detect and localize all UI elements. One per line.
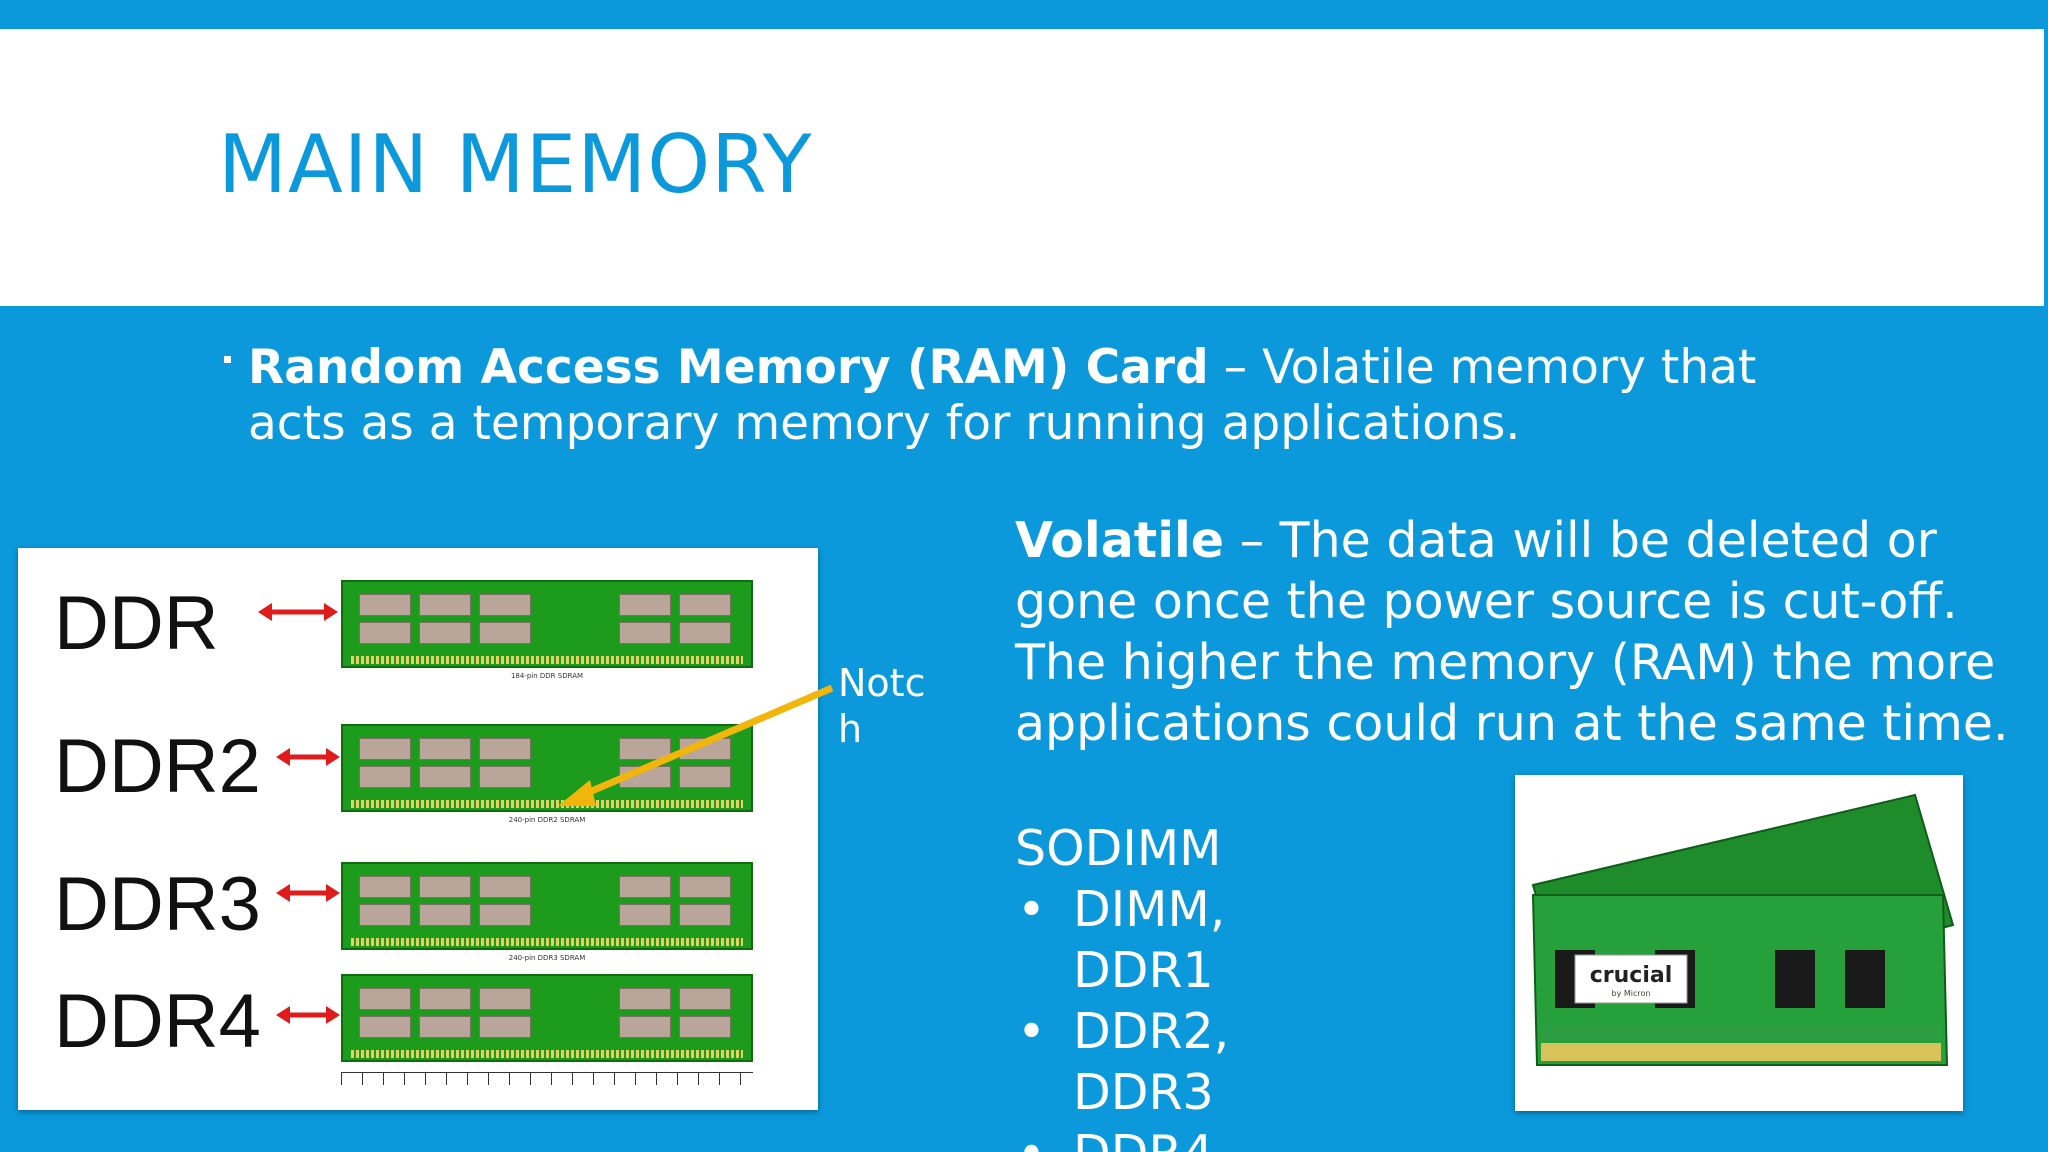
memory-chip bbox=[679, 876, 731, 898]
memory-chip bbox=[679, 1016, 731, 1038]
memory-chip bbox=[679, 594, 731, 616]
memory-chip bbox=[619, 594, 671, 616]
memory-chip bbox=[419, 988, 471, 1010]
crucial-brand: crucial bbox=[1589, 963, 1673, 988]
memory-chip bbox=[479, 876, 531, 898]
crucial-brand-sub: by Micron bbox=[1611, 989, 1651, 998]
volatile-description: – The data will be deleted or gone once … bbox=[1015, 512, 2009, 752]
memory-chip bbox=[479, 622, 531, 644]
memory-chip bbox=[479, 594, 531, 616]
memory-chip bbox=[359, 738, 411, 760]
memory-chip bbox=[359, 876, 411, 898]
stick-caption: 240-pin DDR3 SDRAM bbox=[508, 954, 586, 962]
memory-chip bbox=[679, 766, 731, 788]
memory-chip bbox=[359, 594, 411, 616]
sodimm-list-item: • DIMM, DDR1 bbox=[1015, 879, 1273, 1001]
ddr2-ram-stick bbox=[341, 724, 753, 812]
sodimm-item-text: DIMM, DDR1 bbox=[1073, 881, 1226, 999]
gold-pins bbox=[351, 800, 743, 808]
double-arrow-icon bbox=[258, 603, 338, 621]
sodimm-list-item: • DDR4 bbox=[1015, 1123, 1273, 1152]
memory-chip bbox=[619, 1016, 671, 1038]
memory-chip bbox=[419, 766, 471, 788]
gold-pins bbox=[351, 938, 743, 946]
memory-chip bbox=[479, 766, 531, 788]
sodimm-list-item: • DDR2, DDR3 bbox=[1015, 1001, 1273, 1123]
memory-chip bbox=[419, 738, 471, 760]
memory-chip bbox=[479, 904, 531, 926]
memory-chip bbox=[619, 622, 671, 644]
sodimm-heading: SODIMM bbox=[1015, 820, 1222, 877]
gold-pins bbox=[351, 656, 743, 664]
memory-chip bbox=[679, 622, 731, 644]
memory-chip bbox=[419, 904, 471, 926]
memory-chip bbox=[479, 1016, 531, 1038]
memory-chip bbox=[479, 738, 531, 760]
bullet-ram-card: Random Access Memory (RAM) Card – Volati… bbox=[224, 340, 1768, 452]
memory-chip bbox=[359, 904, 411, 926]
sodimm-stick-illustration bbox=[1531, 793, 1955, 1066]
stick-caption: 240-pin DDR2 SDRAM bbox=[508, 816, 586, 824]
notch-label: Notch bbox=[838, 661, 926, 751]
ddr-ram-stick bbox=[341, 580, 753, 668]
double-arrow-icon bbox=[276, 1006, 340, 1024]
memory-chip bbox=[359, 1016, 411, 1038]
title-band bbox=[0, 29, 2048, 306]
ddr2-label: DDR2 bbox=[54, 724, 261, 809]
ruler bbox=[341, 1072, 753, 1093]
memory-chip bbox=[619, 876, 671, 898]
memory-chip bbox=[419, 594, 471, 616]
ddr4-ram-stick bbox=[341, 974, 753, 1062]
bullet-dot-icon: • bbox=[1017, 1003, 1046, 1060]
bullet-dot-icon: • bbox=[1017, 1123, 1046, 1152]
volatile-paragraph: Volatile – The data will be deleted or g… bbox=[1015, 510, 2035, 754]
memory-chip bbox=[479, 988, 531, 1010]
memory-chip bbox=[619, 766, 671, 788]
memory-chip bbox=[359, 766, 411, 788]
sodimm-photo: crucial by Micron bbox=[1515, 775, 1963, 1111]
bullet-square-icon bbox=[224, 356, 231, 363]
memory-chip bbox=[359, 988, 411, 1010]
sodimm-item-text: DDR2, DDR3 bbox=[1073, 1003, 1230, 1121]
ddr-label: DDR bbox=[54, 581, 219, 666]
ddr-comparison-image: DDR DDR2 DDR3 DDR4 bbox=[18, 548, 818, 1110]
stick-caption: 184-pin DDR SDRAM bbox=[510, 672, 584, 680]
volatile-term: Volatile bbox=[1015, 512, 1225, 569]
memory-chip bbox=[679, 988, 731, 1010]
ram-card-description: – Volatile memory that acts as a tempora… bbox=[248, 340, 1757, 451]
memory-chip bbox=[419, 1016, 471, 1038]
memory-chip bbox=[619, 738, 671, 760]
gold-pins bbox=[351, 1050, 743, 1058]
sodimm-list: • DIMM, DDR1 • DDR2, DDR3 • DDR4 bbox=[1015, 879, 1315, 1152]
double-arrow-icon bbox=[276, 748, 340, 766]
bullet-dot-icon: • bbox=[1017, 881, 1046, 938]
memory-chip bbox=[679, 738, 731, 760]
ddr3-label: DDR3 bbox=[54, 862, 261, 947]
sodimm-item-text: DDR4 bbox=[1073, 1125, 1214, 1152]
memory-chip bbox=[679, 904, 731, 926]
ram-card-term: Random Access Memory (RAM) Card bbox=[248, 340, 1209, 395]
title-band-edge bbox=[2044, 29, 2048, 306]
ddr4-label: DDR4 bbox=[54, 979, 261, 1064]
memory-chip bbox=[419, 876, 471, 898]
memory-chip bbox=[619, 904, 671, 926]
double-arrow-icon bbox=[276, 884, 340, 902]
slide-title: MAIN MEMORY bbox=[218, 118, 813, 211]
ddr3-ram-stick bbox=[341, 862, 753, 950]
memory-chip bbox=[359, 622, 411, 644]
memory-chip bbox=[419, 622, 471, 644]
memory-chip bbox=[619, 988, 671, 1010]
